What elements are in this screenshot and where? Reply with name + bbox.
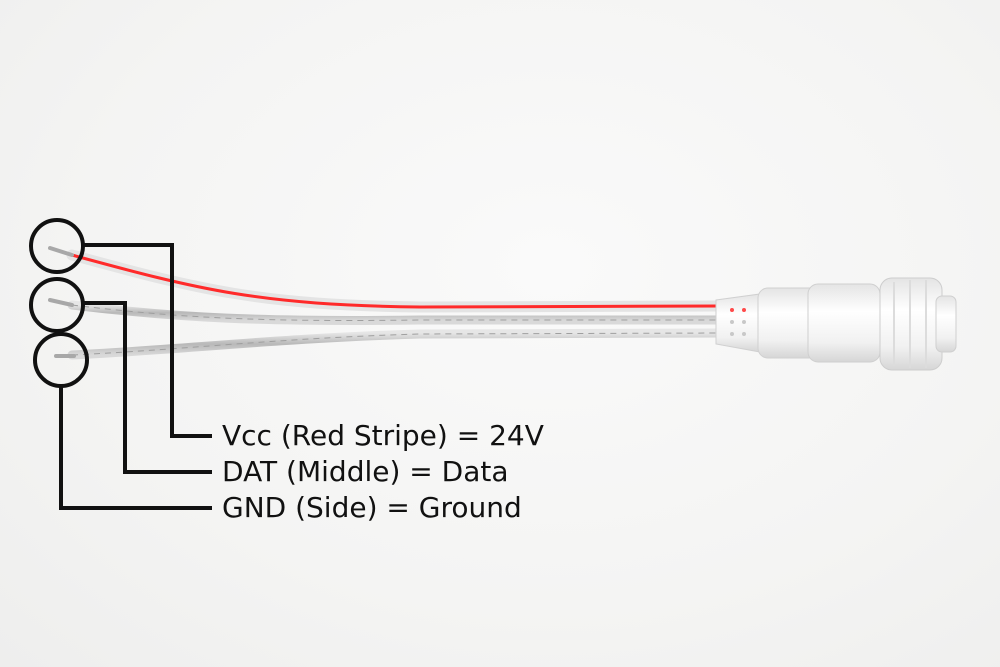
dat-label: DAT (Middle) = Data <box>222 455 509 488</box>
gnd-wire <box>67 328 725 360</box>
gnd-callout-circle <box>33 332 89 388</box>
leader-lines <box>59 243 212 510</box>
dat-leader-line <box>83 301 212 474</box>
vcc-leader-line <box>83 243 212 438</box>
gnd-leader-line <box>59 386 212 510</box>
gnd-label: GND (Side) = Ground <box>222 491 522 524</box>
vcc-callout-circle <box>29 218 85 274</box>
waterproof-connector <box>715 277 957 371</box>
vcc-wire <box>66 249 726 313</box>
vcc-label: Vcc (Red Stripe) = 24V <box>222 419 544 452</box>
dat-wire <box>67 300 725 325</box>
wire-tips <box>48 246 76 358</box>
